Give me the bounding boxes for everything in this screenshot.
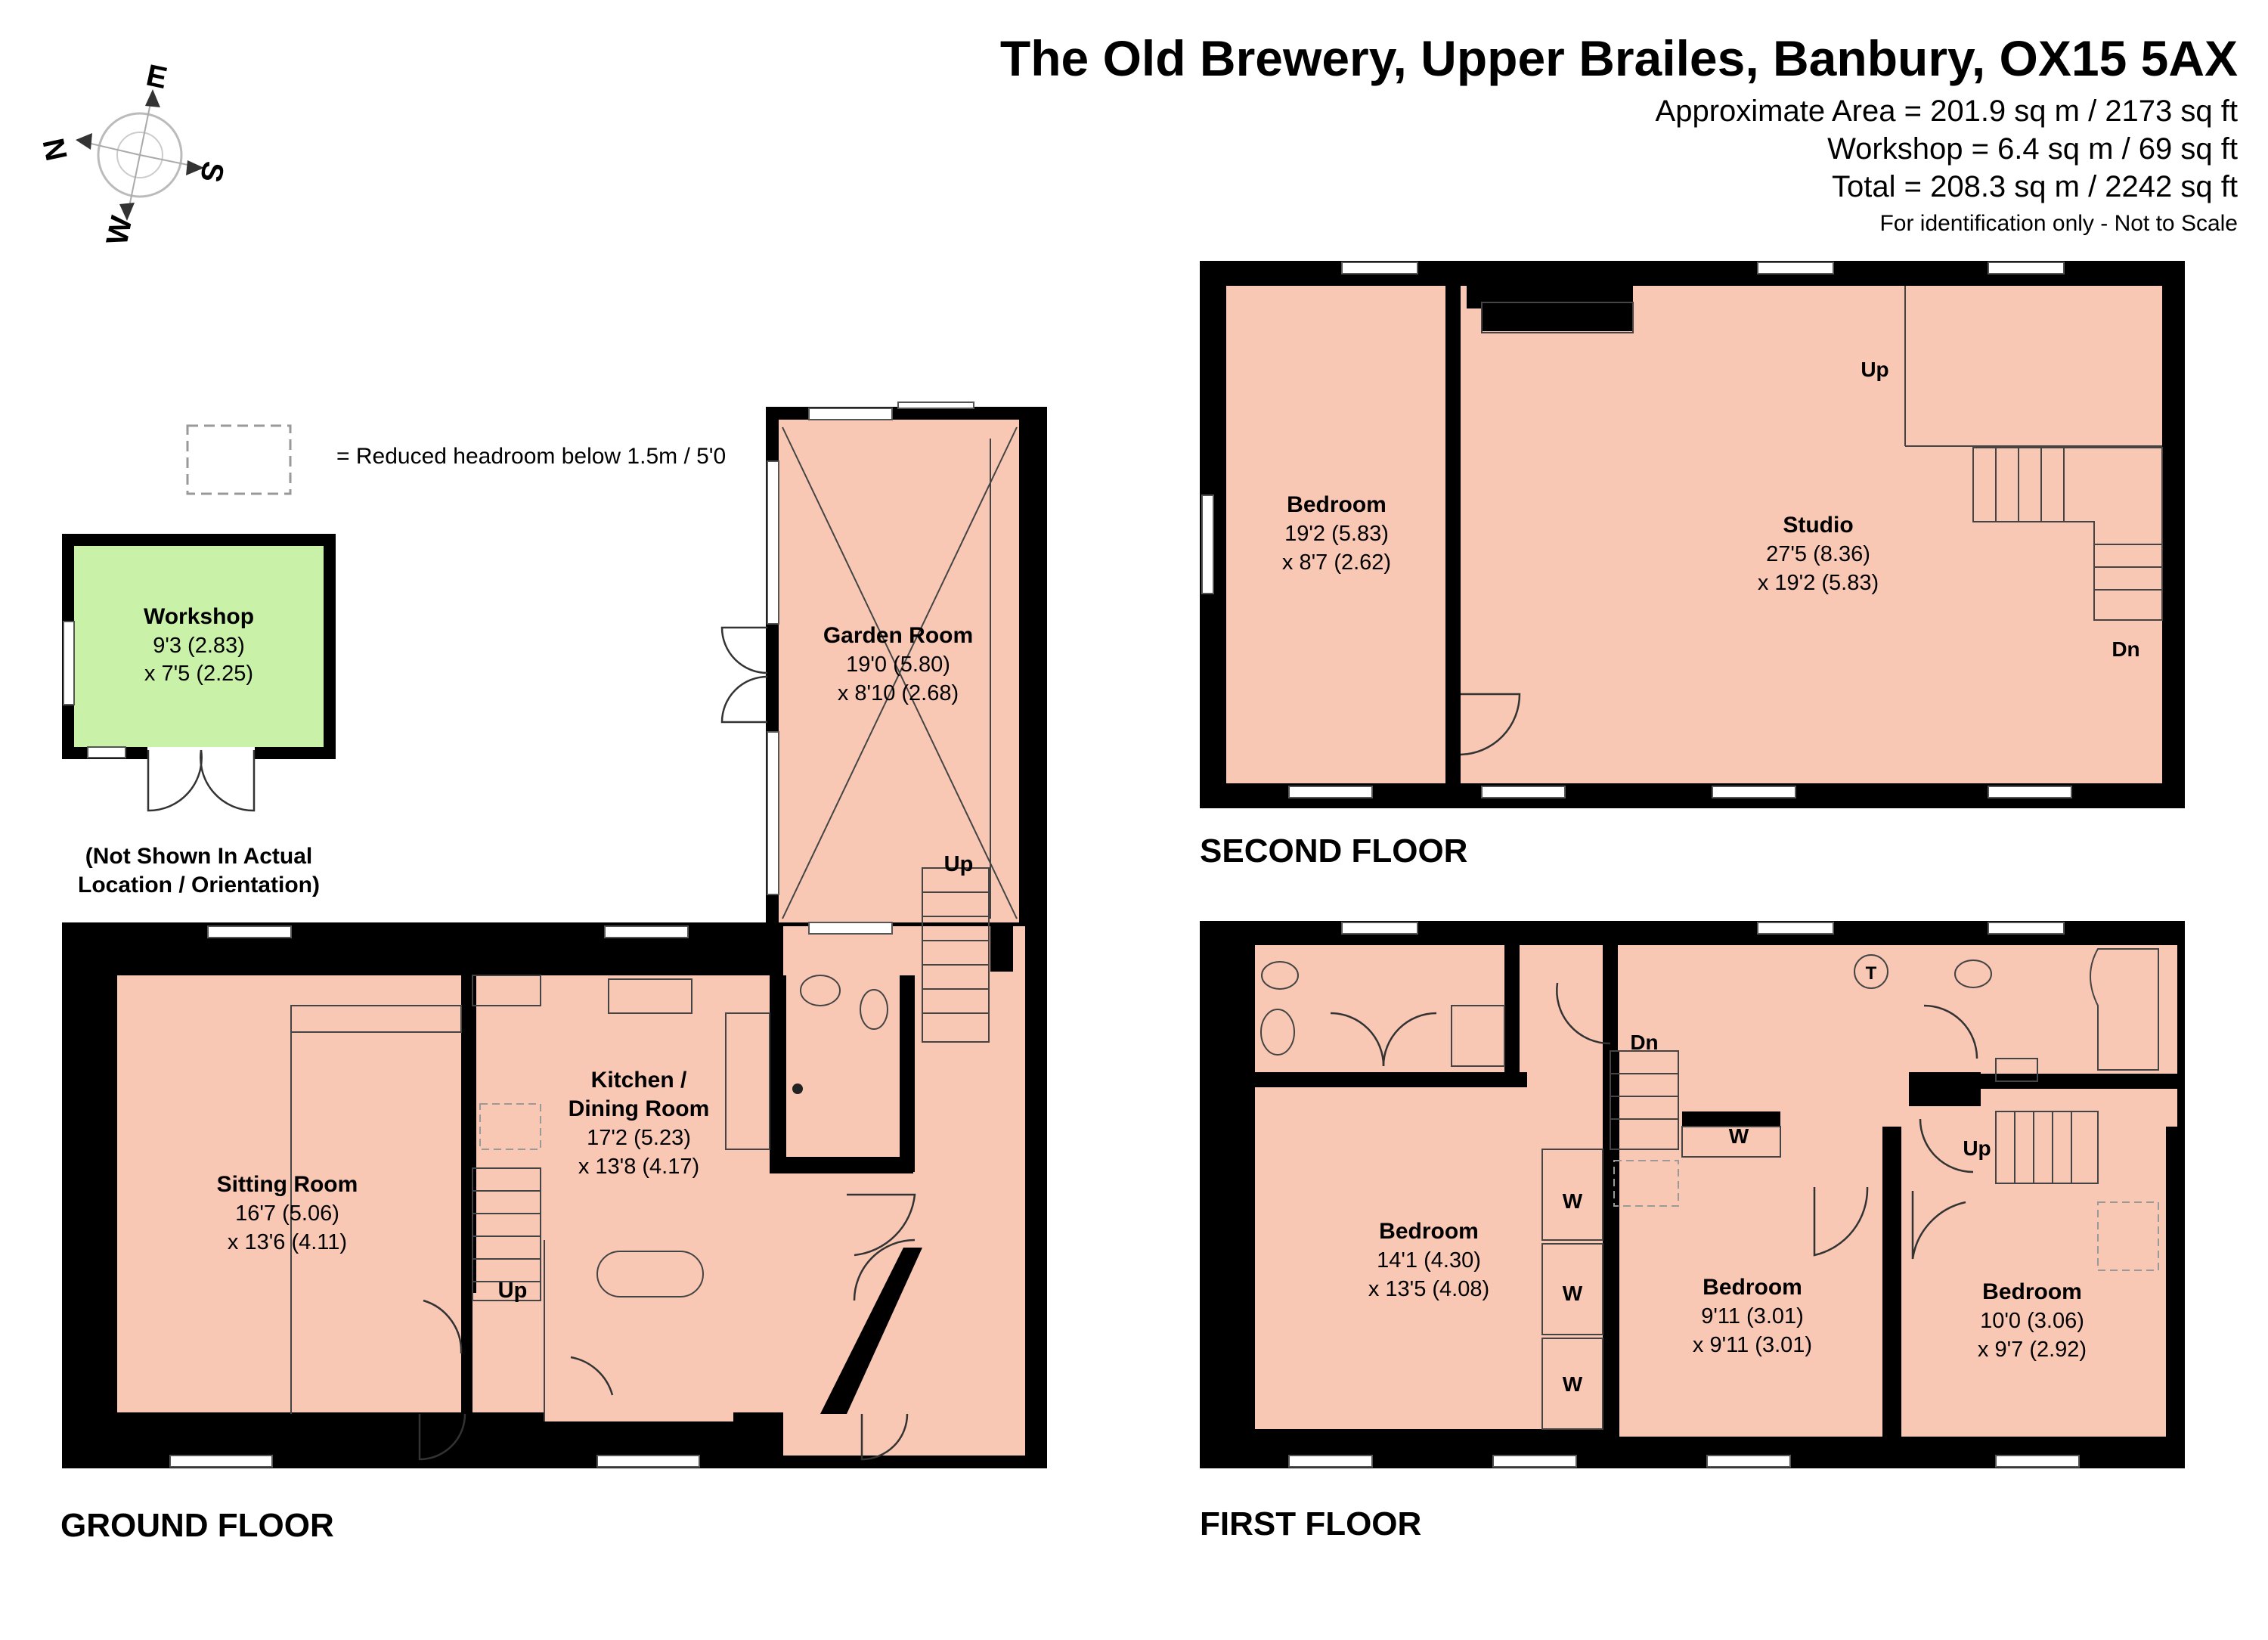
second-bedroom-name: Bedroom [1287, 492, 1387, 517]
south-arrow-icon [186, 160, 204, 175]
sitting-room-name: Sitting Room [217, 1172, 358, 1197]
kitchen-name-line-2: Dining Room [569, 1096, 710, 1121]
first-bedroom-2-name: Bedroom [1703, 1275, 1802, 1300]
first-floor-reduced-headroom-1 [1613, 1160, 1679, 1207]
wardrobe-label-3: W [1563, 1372, 1583, 1396]
hot-water-cylinder-icon [1854, 954, 1888, 989]
kitchen-dimension-1: 17'2 (5.23) [587, 1126, 691, 1150]
east-arrow-icon [145, 89, 160, 107]
first-floor-stairs-down-label: Dn [1630, 1031, 1658, 1054]
second-floor-stairs-up-label: Up [1861, 358, 1888, 381]
page-title: The Old Brewery, Upper Brailes, Banbury,… [1000, 30, 2238, 86]
first-floor-stairs [1610, 1050, 2099, 1184]
second-floor-plan: Bedroom 19'2 (5.83) x 8'7 (2.62) Studio … [1200, 261, 2185, 808]
approximate-area: Approximate Area = 201.9 sq m / 2173 sq … [1656, 95, 2238, 128]
workshop-dimension-1: 9'3 (2.83) [153, 634, 245, 658]
first-bedroom-3-name: Bedroom [1982, 1279, 2082, 1304]
compass-w: W [101, 213, 139, 248]
first-bedroom-1-dimension-1: 14'1 (4.30) [1377, 1248, 1481, 1273]
first-bedroom-3-dimension-1: 10'0 (3.06) [1980, 1309, 2084, 1333]
basin-icon [800, 975, 841, 1006]
first-floor-toilet-icon [1261, 961, 1299, 990]
second-bedroom-dimension-1: 19'2 (5.83) [1284, 522, 1389, 546]
wardrobe-label-4: W [1729, 1124, 1749, 1148]
north-arrow-icon [76, 133, 92, 150]
first-bedroom-2-dimension-1: 9'11 (3.01) [1701, 1304, 1804, 1328]
workshop-note-line-1: (Not Shown In Actual [85, 844, 313, 869]
sitting-room-dimension-2: x 13'6 (4.11) [228, 1230, 347, 1254]
compass-rose: N E S W [36, 59, 230, 249]
second-bedroom-dimension-2: x 8'7 (2.62) [1282, 550, 1391, 575]
compass-n: N [36, 135, 73, 163]
stairs-up-label-1: Up [498, 1279, 528, 1303]
toilet-icon [860, 989, 888, 1030]
wardrobe-label-1: W [1563, 1189, 1583, 1213]
studio-name: Studio [1783, 513, 1853, 538]
first-bedroom-1-dimension-2: x 13'5 (4.08) [1368, 1277, 1489, 1301]
first-bedroom-2-dimension-2: x 9'11 (3.01) [1693, 1333, 1812, 1357]
sitting-room-dimension-1: 16'7 (5.06) [235, 1201, 339, 1226]
legend-reduced-headroom-swatch [186, 424, 292, 495]
studio-dimension-2: x 19'2 (5.83) [1758, 571, 1879, 595]
reduced-headroom-area [479, 1103, 541, 1150]
stairs-up-label-2: Up [944, 852, 974, 876]
first-floor-basin-icon [1260, 1009, 1295, 1056]
west-arrow-icon [119, 203, 135, 221]
workshop-note-line-2: Location / Orientation) [78, 873, 320, 898]
scale-disclaimer: For identification only - Not to Scale [1879, 211, 2238, 236]
cylinder-label: T [1866, 963, 1877, 984]
garden-room-dimension-1: 19'0 (5.80) [846, 653, 950, 677]
first-bedroom-3-dimension-2: x 9'7 (2.92) [1978, 1338, 2087, 1362]
compass-s: S [194, 159, 231, 185]
legend: = Reduced headroom below 1.5m / 5'0 [186, 424, 726, 495]
ground-floor-plan: Sitting Room 16'7 (5.06) x 13'6 (4.11) K… [62, 401, 1047, 1468]
kitchen-dimension-2: x 13'8 (4.17) [578, 1155, 699, 1179]
studio-dimension-1: 27'5 (8.36) [1766, 542, 1870, 566]
ground-floor-label: GROUND FLOOR [60, 1507, 334, 1544]
ground-stairs [472, 867, 990, 1301]
bath-icon [2090, 948, 2159, 1071]
wardrobe-label-2: W [1563, 1282, 1583, 1305]
workshop-plan: Workshop 9'3 (2.83) x 7'5 (2.25) (Not Sh… [62, 534, 336, 898]
compass-e: E [144, 59, 170, 96]
kitchen-name-line-1: Kitchen / [591, 1068, 687, 1093]
second-floor-stairs-down-label: Dn [2112, 637, 2139, 661]
workshop-area: Workshop = 6.4 sq m / 69 sq ft [1827, 132, 2238, 166]
garden-room-dimension-2: x 8'10 (2.68) [838, 681, 959, 705]
workshop-name: Workshop [144, 604, 254, 629]
second-floor-label: SECOND FLOOR [1200, 832, 1467, 870]
workshop-dimension-2: x 7'5 (2.25) [144, 662, 253, 686]
second-floor-stairs [1972, 447, 2163, 621]
first-floor-label: FIRST FLOOR [1200, 1505, 1421, 1542]
shower-icon [1451, 1005, 1505, 1067]
first-bedroom-1-name: Bedroom [1379, 1219, 1479, 1244]
first-floor-plan: Bedroom 14'1 (4.30) x 13'5 (4.08) Bedroo… [1200, 921, 2185, 1468]
legend-reduced-headroom-label: = Reduced headroom below 1.5m / 5'0 [336, 444, 726, 469]
first-floor-reduced-headroom-2 [2097, 1201, 2159, 1271]
garden-room-name: Garden Room [823, 623, 973, 648]
first-floor-stairs-up-label: Up [1963, 1136, 1991, 1160]
kitchen-sink-icon [608, 978, 692, 1014]
total-area: Total = 208.3 sq m / 2242 sq ft [1832, 170, 2238, 203]
